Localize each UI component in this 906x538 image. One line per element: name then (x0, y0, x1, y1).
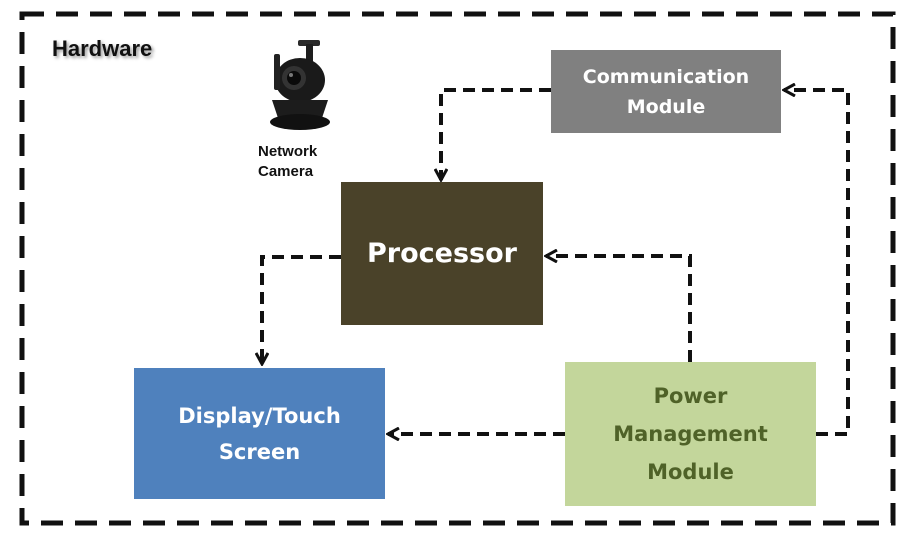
processor-block: Processor (341, 182, 543, 325)
hardware-title: Hardware (52, 36, 153, 61)
communication-module-block: Communication Module (551, 50, 781, 133)
network-camera-label-line1: Network (258, 143, 318, 160)
power-line3: Module (647, 460, 734, 484)
communication-module-line2: Module (626, 95, 706, 118)
processor-label: Processor (367, 238, 517, 269)
display-touch-screen-block: Display/Touch Screen (134, 368, 385, 499)
arrow-power-to-processor (546, 256, 692, 362)
power-management-module-block: Power Management Module (565, 362, 816, 506)
communication-module-line1: Communication (582, 65, 750, 88)
network-camera-label-line2: Camera (258, 163, 314, 180)
network-camera-icon (270, 40, 330, 130)
power-line1: Power (653, 384, 728, 408)
arrow-communication-to-processor (441, 88, 551, 180)
power-line2: Management (613, 422, 768, 446)
display-line2: Screen (218, 439, 301, 464)
arrow-processor-to-display (262, 255, 341, 364)
display-line1: Display/Touch (178, 403, 341, 428)
network-camera-label: Network Camera (258, 142, 317, 182)
arrow-power-to-communication (784, 90, 850, 436)
